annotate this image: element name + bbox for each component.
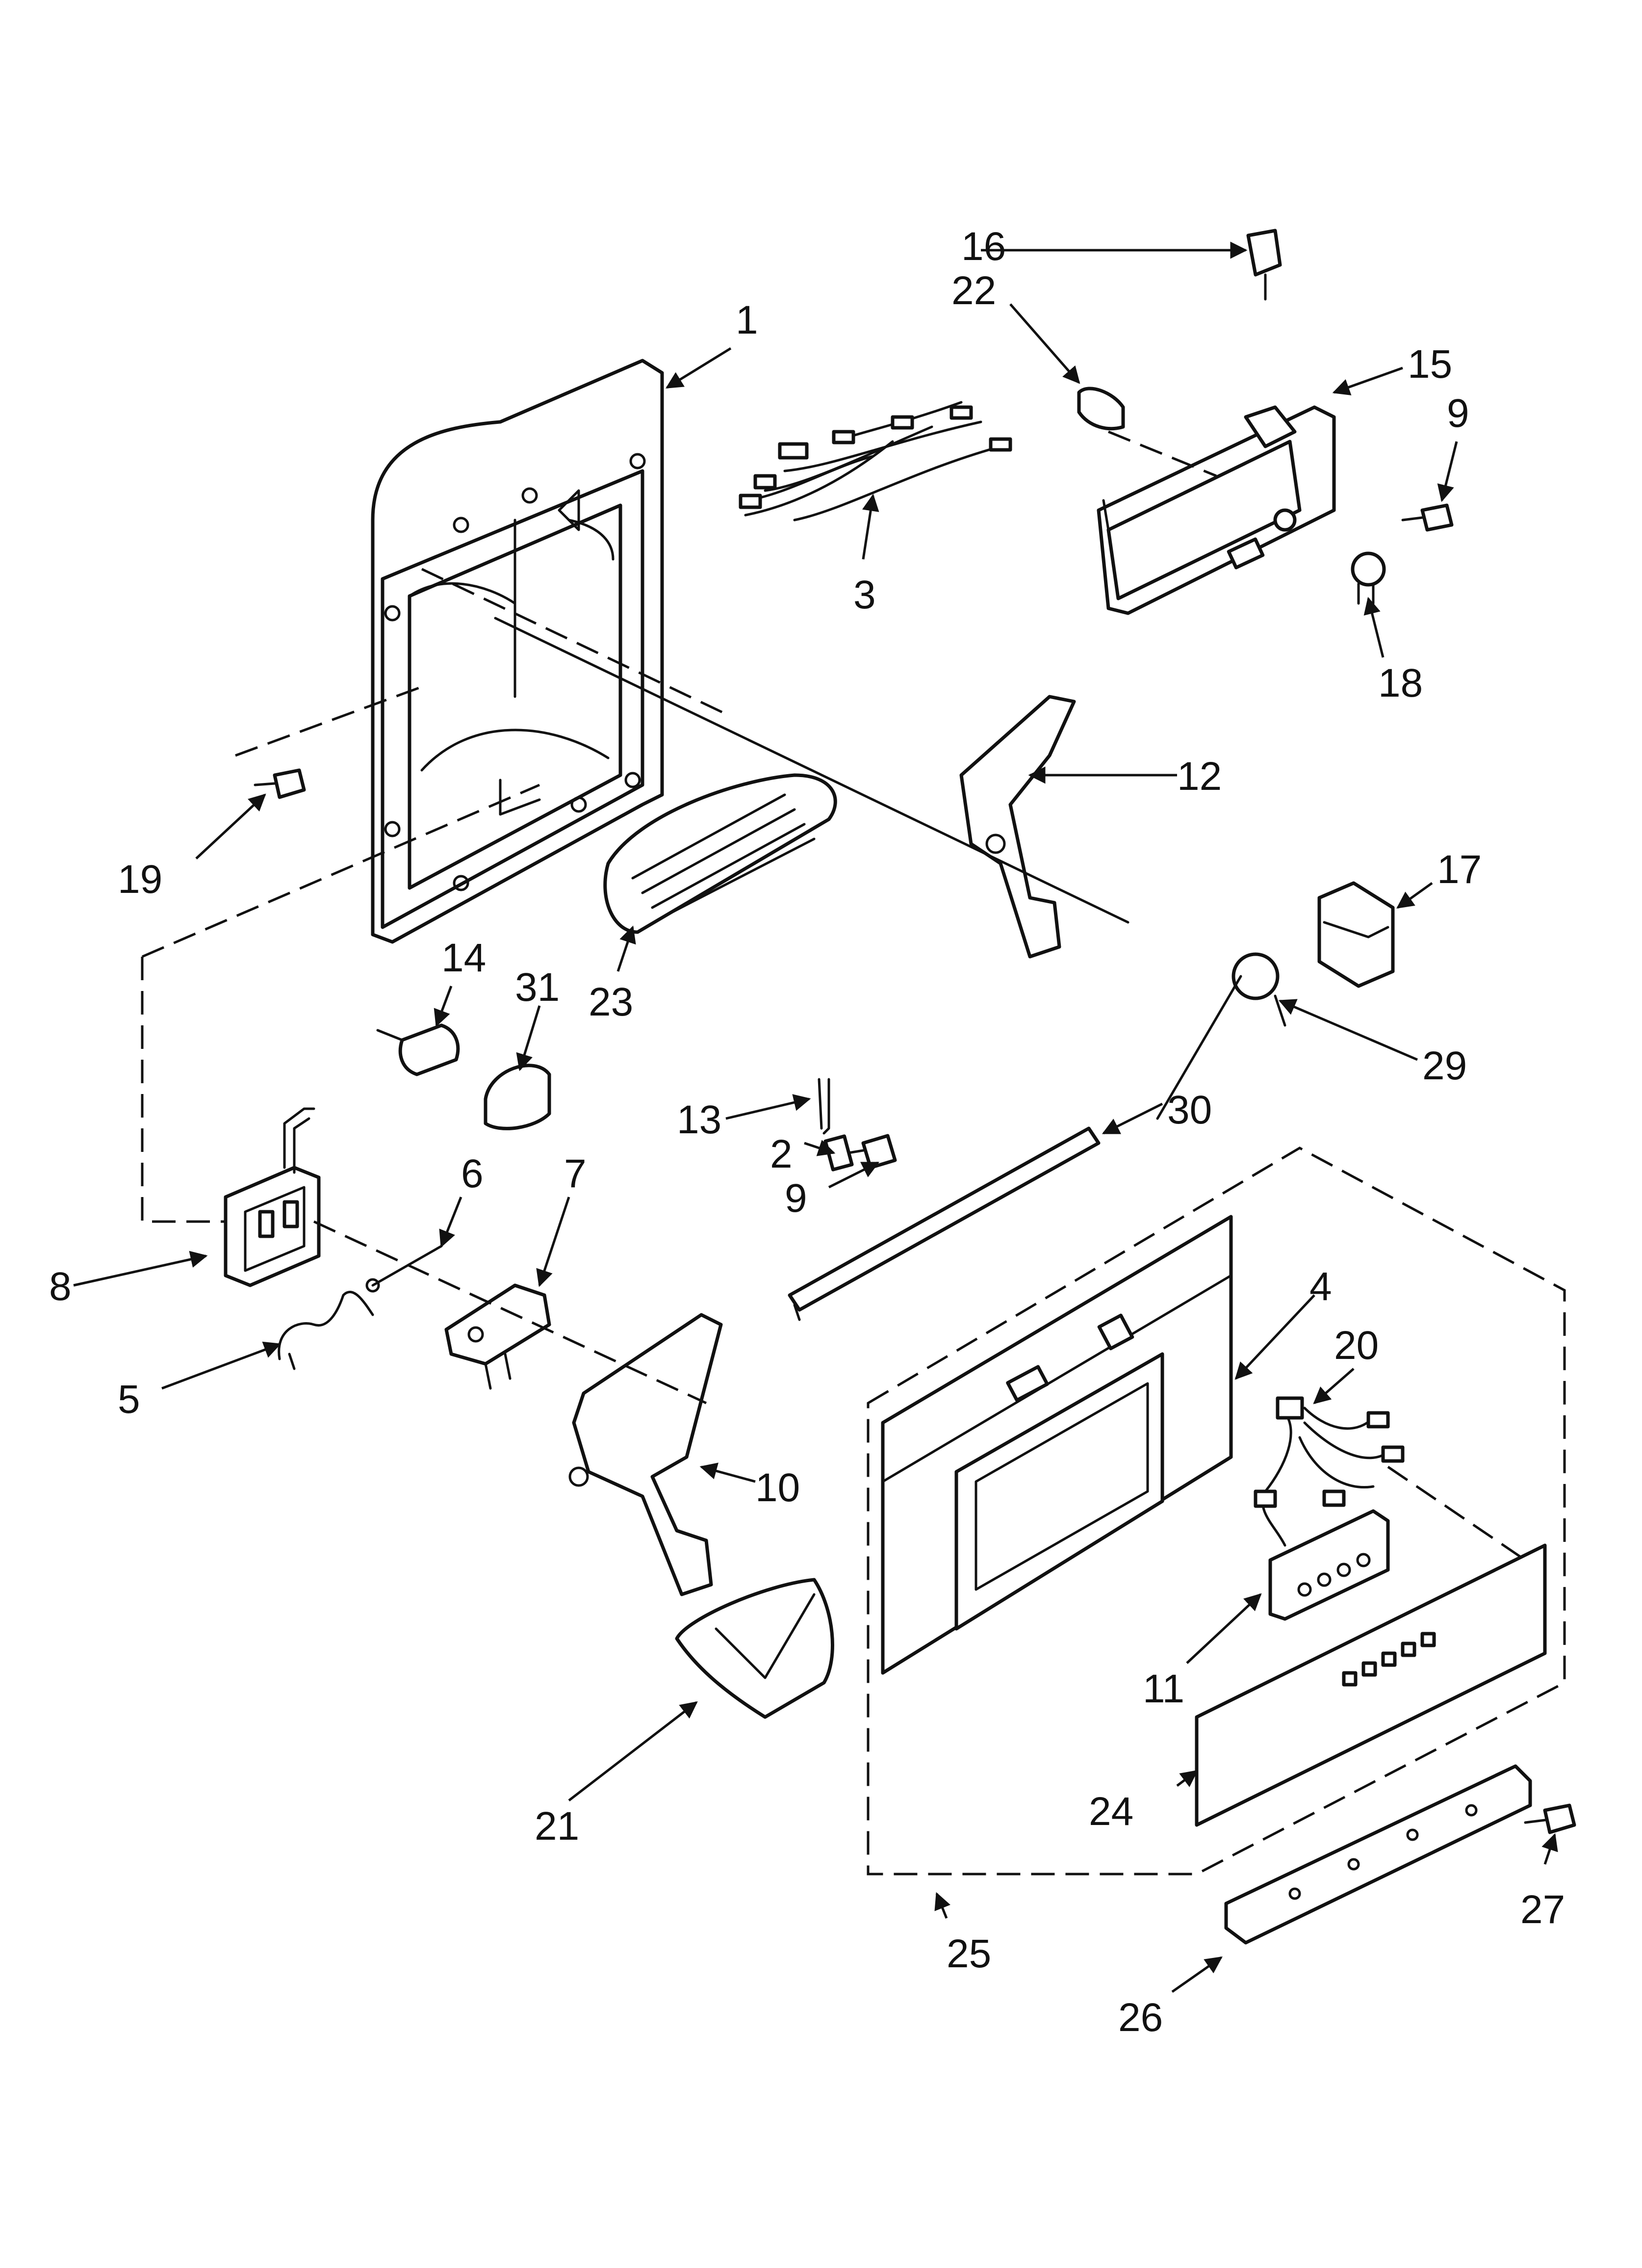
part-30-rail [788, 1126, 1101, 1321]
part-12-actuator-arm [959, 695, 1076, 959]
callout-22: 22 [951, 268, 996, 313]
part-23-drip-tray [603, 773, 837, 934]
callout-11: 11 [1143, 1667, 1184, 1711]
callout-21: 21 [535, 1804, 579, 1849]
part-15-bracket [1097, 405, 1336, 615]
part-5-spring [278, 1291, 374, 1370]
part-7-lever [444, 1283, 551, 1390]
part-17-bracket [1317, 881, 1395, 988]
callout-8: 8 [49, 1264, 72, 1309]
part-20-harness [1254, 1396, 1405, 1547]
callout-19: 19 [118, 857, 162, 902]
callout-1: 1 [736, 298, 758, 342]
callout-27: 27 [1520, 1887, 1565, 1932]
part-9-screw-top [1401, 503, 1454, 532]
part-11-control-board [1268, 1509, 1390, 1621]
part-10-paddle [568, 1313, 723, 1596]
callout-6: 6 [461, 1151, 484, 1196]
callout-26: 26 [1118, 1995, 1163, 2040]
leader-lines [73, 241, 1558, 1993]
callout-25: 25 [947, 1931, 991, 1976]
callout-labels: 1 2 3 4 5 6 7 8 9 9 10 11 12 13 14 15 16… [49, 224, 1565, 2040]
part-26-rail [1224, 1764, 1532, 1945]
callout-9-mid: 9 [785, 1176, 807, 1221]
callout-2: 2 [770, 1132, 793, 1176]
callout-12: 12 [1177, 754, 1222, 799]
part-24-overlay [1195, 1543, 1547, 1827]
callout-17: 17 [1437, 847, 1482, 892]
part-31-cover [484, 1064, 551, 1130]
callout-10: 10 [755, 1465, 800, 1510]
part-1-dispenser-housing [371, 359, 664, 944]
part-9-screw-mid [847, 1134, 897, 1170]
callout-18: 18 [1378, 661, 1423, 705]
callout-14: 14 [441, 936, 486, 980]
callout-16: 16 [961, 224, 1006, 269]
callout-3: 3 [853, 573, 876, 617]
part-16-switch [1246, 229, 1282, 301]
callout-7: 7 [564, 1151, 587, 1196]
part-8-solenoid [224, 1107, 321, 1287]
callout-29: 29 [1422, 1043, 1467, 1088]
callout-20: 20 [1334, 1323, 1379, 1368]
part-4-front-panel [881, 1215, 1233, 1675]
part-14-motor [376, 1023, 460, 1076]
callout-9-top: 9 [1447, 391, 1469, 436]
part-3-wire-harness [739, 401, 1012, 521]
callout-13: 13 [677, 1097, 721, 1142]
part-19-screw [254, 768, 306, 799]
callout-15: 15 [1408, 342, 1452, 387]
callout-30: 30 [1167, 1088, 1212, 1132]
part-22-lamp [1077, 387, 1125, 431]
callout-31: 31 [515, 965, 560, 1010]
part-27-screw [1524, 1803, 1576, 1834]
callout-5: 5 [118, 1377, 140, 1422]
assembly-lines [141, 430, 1566, 1876]
callout-23: 23 [589, 980, 633, 1024]
part-6-pin [365, 1245, 443, 1293]
part-21-chute [675, 1578, 834, 1719]
part-13-clip [818, 1078, 830, 1135]
callout-4: 4 [1309, 1264, 1332, 1309]
part-18-switch [1351, 551, 1386, 605]
callout-24: 24 [1089, 1789, 1133, 1834]
